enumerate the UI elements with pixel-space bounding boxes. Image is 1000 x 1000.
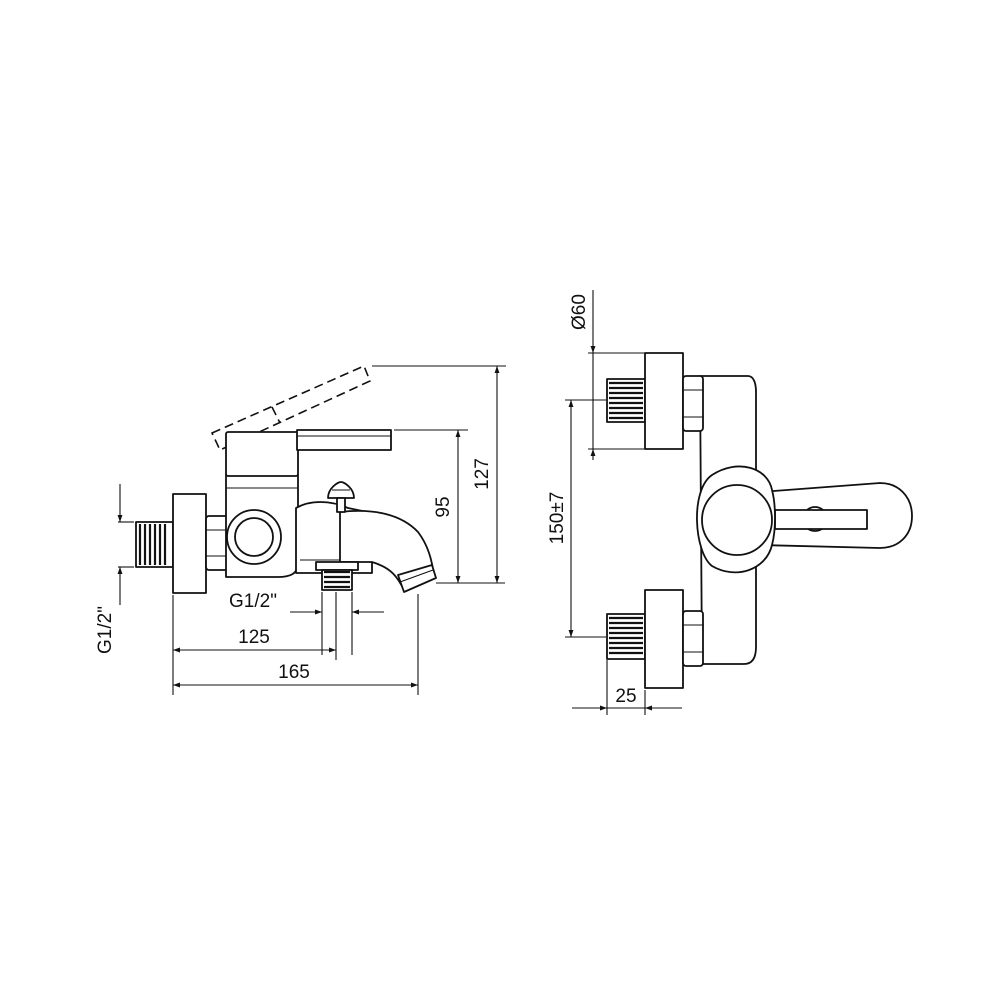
dim-rosette-diameter: Ø60 [569, 290, 645, 460]
side-cartridge-cap [225, 431, 299, 477]
side-lever [296, 429, 392, 451]
dim-rosette-depth-label: 25 [615, 686, 636, 707]
side-rosette [172, 493, 207, 594]
dim-lever-height: 127 [372, 365, 506, 583]
front-lower-nut [682, 610, 704, 667]
dim-spout-offset: 125 [172, 592, 337, 695]
dim-thread-side: G1/2" [95, 484, 134, 654]
side-bottom-outlet [315, 561, 359, 591]
side-diverter-knob [327, 481, 355, 513]
side-hex-nut [205, 515, 229, 571]
front-lower-rosette [644, 589, 684, 689]
front-upper-nut [682, 375, 704, 432]
dim-overall-length-label: 165 [278, 662, 310, 683]
dim-spout-height: 95 [394, 429, 505, 584]
dim-center-distance-label: 150±7 [547, 492, 568, 545]
dim-rosette-depth: 25 [572, 660, 682, 715]
side-view: G1/2" G1/2" 125 165 95 [95, 364, 506, 695]
side-spout [339, 510, 437, 593]
dim-center-distance: 150±7 [547, 399, 606, 638]
front-central-body [696, 465, 776, 574]
side-round-cap [226, 509, 282, 565]
side-inlet-thread [135, 521, 174, 568]
front-view: Ø60 150±7 25 [547, 290, 913, 715]
front-upper-rosette [644, 352, 684, 450]
dim-thread-bottom-label: G1/2" [229, 591, 277, 612]
dim-rosette-diameter-label: Ø60 [569, 294, 590, 330]
lever-raised-outline [210, 364, 372, 452]
front-lever [759, 482, 913, 549]
dim-spout-offset-label: 125 [238, 627, 270, 648]
dim-overall-length: 165 [173, 594, 419, 695]
dim-thread-bottom: G1/2" [229, 591, 384, 655]
dim-thread-side-label: G1/2" [95, 606, 116, 654]
front-upper-thread [606, 378, 646, 423]
dim-spout-height-label: 95 [433, 496, 454, 517]
dim-lever-height-label: 127 [472, 458, 493, 490]
front-lower-thread [606, 613, 646, 660]
